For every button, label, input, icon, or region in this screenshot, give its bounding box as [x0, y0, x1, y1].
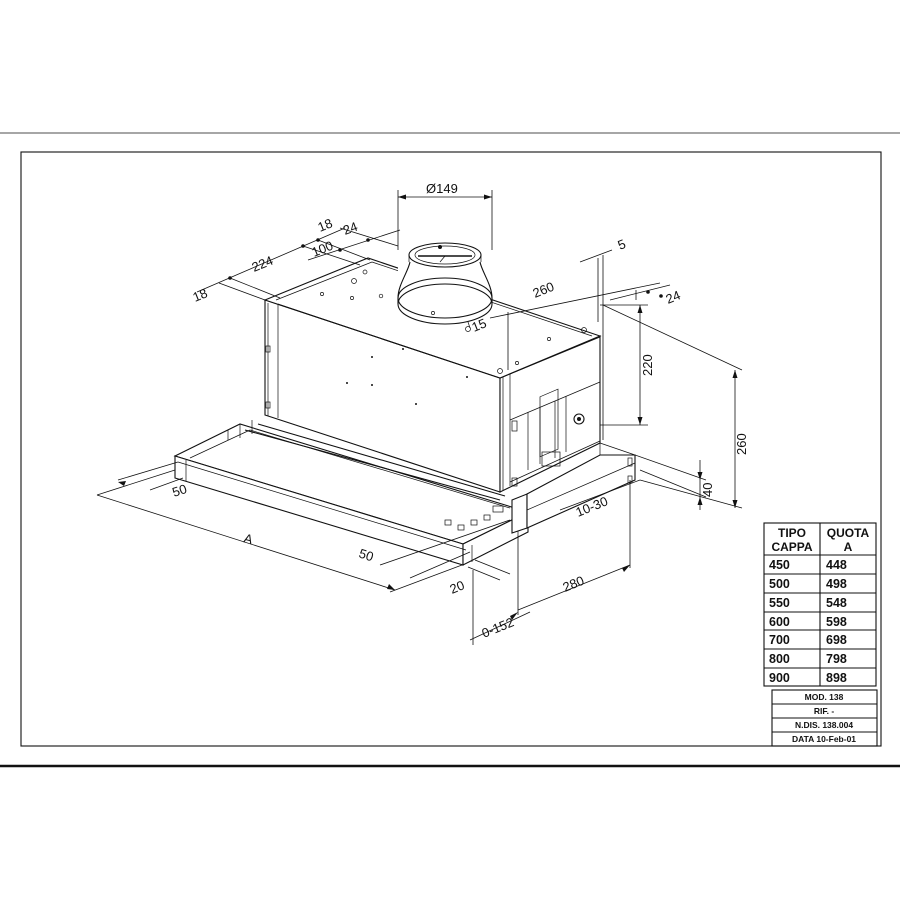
dim-280: 280: [561, 573, 587, 595]
dim-20: 20: [448, 577, 467, 596]
title-block-rif: RIF. -: [814, 706, 834, 716]
table-cell: 600: [769, 615, 790, 629]
table-cell: 798: [826, 652, 847, 666]
duct-collar: [397, 242, 493, 329]
table-cell: 700: [769, 633, 790, 647]
dim-24-top: 24: [341, 219, 360, 238]
title-block-ndis: N.DIS. 138.004: [795, 720, 853, 730]
dim-18-top: 18: [316, 215, 335, 234]
title-block: MOD. 138 RIF. - N.DIS. 138.004 DATA 10-F…: [771, 689, 878, 747]
table-cell: 448: [826, 558, 847, 572]
title-block-mod: MOD. 138: [805, 692, 844, 702]
dim-260-right: 260: [734, 433, 749, 455]
dim-24-right: 24: [664, 287, 683, 306]
dimension-labels: Ø149 18 24 224 100 18 5 260 24 15 220 26…: [170, 181, 749, 641]
table-header-quota: QUOTA: [827, 526, 870, 540]
table-cell: 548: [826, 596, 847, 610]
drawing-border: [20, 151, 882, 747]
table-cell: 498: [826, 577, 847, 591]
table-cell: 900: [769, 671, 790, 685]
table-cell: 800: [769, 652, 790, 666]
table-cell: 598: [826, 615, 847, 629]
dim-duct-diameter: Ø149: [426, 181, 458, 196]
dim-18-left: 18: [191, 285, 210, 304]
dim-40: 40: [700, 483, 715, 497]
table-cell: 450: [769, 558, 790, 572]
dim-224: 224: [250, 253, 276, 275]
title-block-data: DATA 10-Feb-01: [792, 734, 856, 744]
dim-A: A: [242, 530, 255, 547]
table-cell: 898: [826, 671, 847, 685]
dim-100: 100: [310, 238, 336, 260]
dim-220: 220: [640, 354, 655, 376]
dim-15: 15: [470, 315, 489, 334]
dimension-lines: [96, 190, 743, 645]
hood-body: [263, 257, 602, 493]
size-table: TIPO CAPPA QUOTA A 450 448 500 498 550 5…: [763, 522, 877, 687]
table-cell: 500: [769, 577, 790, 591]
dim-0-152: 0-152: [480, 614, 516, 640]
table-header-tipo: TIPO: [778, 526, 806, 540]
dim-50-left: 50: [170, 481, 188, 500]
table-cell: 550: [769, 596, 790, 610]
dim-50-front: 50: [357, 546, 375, 565]
table-header-a: A: [844, 540, 853, 554]
table-header-cappa: CAPPA: [771, 540, 812, 554]
dim-260-top: 260: [531, 279, 557, 301]
table-cell: 698: [826, 633, 847, 647]
sliding-visor: [173, 420, 636, 566]
dim-5: 5: [616, 236, 628, 253]
